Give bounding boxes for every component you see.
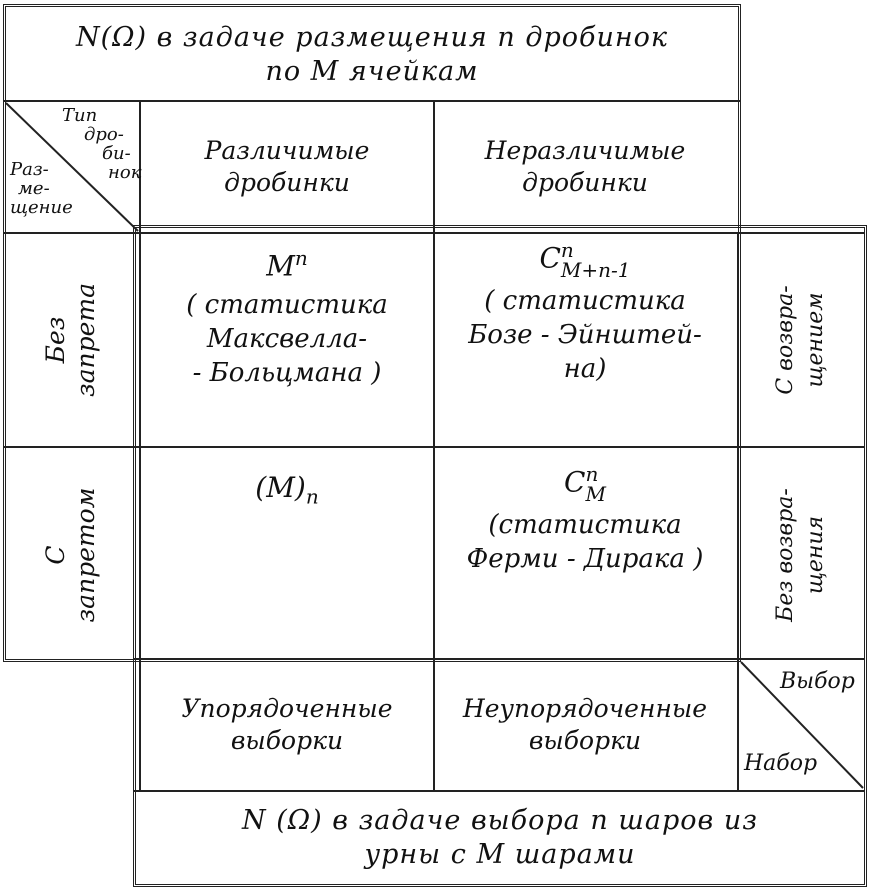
selection-title-line2: урны с М шарами [364,839,636,870]
corner-choice-label: Выбор [780,669,855,694]
selection-title: N (Ω) в задаче выбора n шаров из урны с … [136,794,864,882]
header-ordered-samples: Упорядоченные выборки [141,662,433,788]
row-without-return-l2: щения [803,515,828,595]
cell-be-l2: Бозе - Эйнштей- [468,320,702,350]
formula-be-sup: n [560,238,574,262]
grid-line-v-center [433,100,435,790]
corner-row-l3: щение [10,197,73,218]
corner-col-l3: би- [102,143,131,164]
cell-falling-factorial: (M)n [141,470,433,650]
corner-top-diagonal [5,102,139,232]
corner-row-l1: Раз- [10,159,49,180]
corner-row-l2: ме- [18,178,50,199]
row-with-return-l1: С возвра- [773,285,798,395]
row-with-return-l2: щением [803,292,828,388]
header-unordered-l1: Неупорядоченные [462,694,708,723]
grid-line-h-top [3,100,741,102]
formula-falling-sub: n [305,484,319,509]
header-indistinct-l1: Неразличимые [484,136,686,165]
header-ordered-l1: Упорядоченные [181,694,393,723]
formula-be-sub: M+n-1 [560,258,631,282]
grid-line-h-lower [133,658,865,660]
row-ban-l2: запретом [71,487,100,623]
cell-fd-l2: Ферми - Дирака ) [466,544,704,574]
cell-mb-l1: ( статистика [186,290,388,321]
header-distinct-l2: дробинки [224,168,350,197]
formula-fd-sup: n [585,462,599,486]
selection-title-line1: N (Ω) в задаче выбора n шаров из [242,805,758,836]
corner-set-label: Набор [744,751,818,776]
header-unordered-samples: Неупорядоченные выборки [435,662,735,788]
row-no-ban-l1: Без [41,316,70,364]
formula-mb: Mn [266,240,308,284]
cell-fd-l1: (статистика [488,510,682,540]
row-label-no-ban: Без запрета [41,235,100,445]
corner-col-l2: дро- [84,124,124,145]
formula-fd-sub: M [585,482,606,506]
formula-be-base: C [539,241,561,275]
row-label-ban: С запретом [41,450,100,660]
grid-line-h-bottom [133,790,865,792]
row-no-ban-l2: запрета [71,282,100,398]
corner-top-col-label: Тип дро- би- нок [62,106,142,182]
formula-falling-base: (M) [255,471,306,504]
row-ban-l1: С [41,545,70,565]
header-ordered-l2: выборки [230,726,344,755]
selection-table-frame [133,225,867,887]
placement-title-line2: по М ячейкам [265,56,479,87]
corner-bottom-diagonal [740,661,864,789]
cell-mb-l2: Максвелла- [206,324,368,355]
corner-col-l1: Тип [62,105,98,126]
row-label-without-return: Без возвра- щения [773,455,828,655]
corner-col-l4: нок [108,162,142,183]
cell-be-l3: на) [563,354,607,384]
header-unordered-l2: выборки [528,726,642,755]
cell-mb-l3: - Больцмана ) [192,358,382,389]
placement-title: N(Ω) в задаче размещения n дробинок по М… [6,12,738,98]
row-without-return-l1: Без возвра- [773,488,798,622]
cell-maxwell-boltzmann: Mn ( статистика Максвелла- - Больцмана ) [141,240,433,440]
header-indistinct-pellets: Неразличимые дробинки [435,104,735,230]
grid-line-v-left [139,100,141,790]
placement-table-frame [3,4,741,662]
cell-be-l1: ( статистика [484,286,686,316]
grid-line-v-right [737,232,739,790]
formula-fd-base: C [564,465,586,499]
formula-falling: (M)n [255,470,318,515]
header-distinct-pellets: Различимые дробинки [141,104,433,230]
formula-mb-base: M [266,249,295,283]
row-label-with-return: С возвра- щением [773,240,828,440]
placement-title-line1: N(Ω) в задаче размещения n дробинок [75,22,669,53]
corner-top-row-label: Раз- ме- щение [10,160,100,217]
formula-mb-sup: n [294,246,308,270]
header-indistinct-l2: дробинки [522,168,648,197]
header-distinct-l1: Различимые [204,136,370,165]
